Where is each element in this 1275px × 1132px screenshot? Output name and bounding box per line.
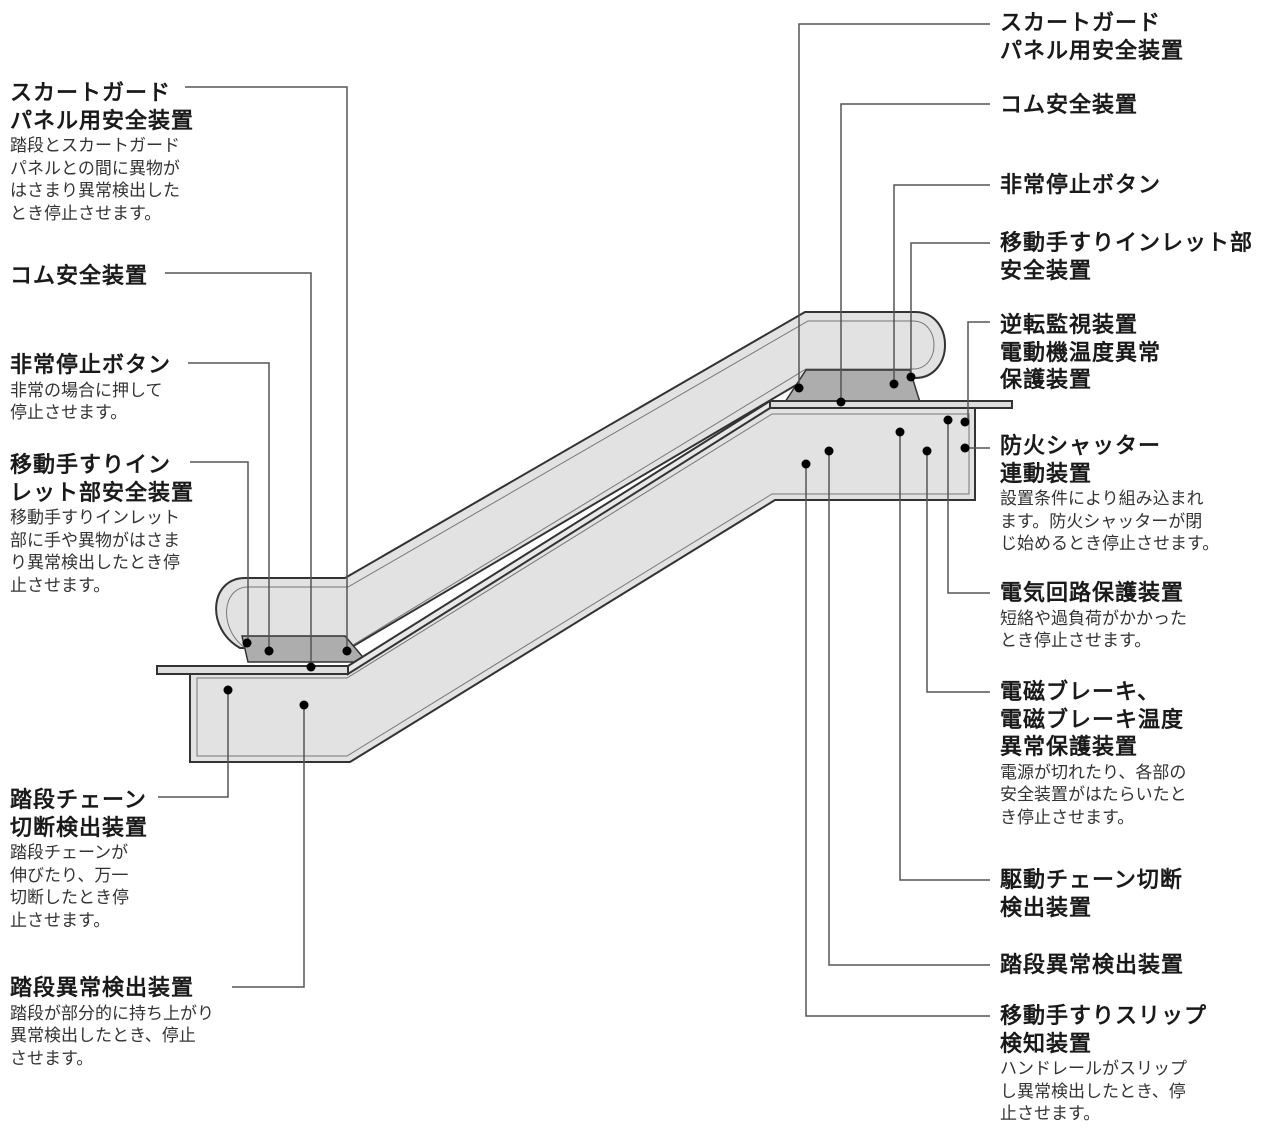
floor-plates (156, 399, 1013, 676)
label-title-line: スカートガード (10, 81, 172, 106)
label-comb-left: コム安全装置 (10, 263, 148, 291)
marker-dot-fire-right (960, 443, 970, 453)
label-desc-line: 止させます。 (10, 575, 111, 596)
marker-dot-drive-right (895, 427, 905, 437)
label-desc-line: 移動手すりインレット (10, 508, 180, 528)
label-handrail-inlet-right: 移動手すりインレット部安全装置 (1000, 230, 1253, 285)
label-desc-line: はさまり異常検出した (10, 181, 180, 202)
marker-dot-stop-left (264, 646, 274, 656)
label-title-line: 電磁ブレーキ温度 (1000, 707, 1185, 733)
marker-dot-skirt-right (794, 383, 804, 393)
label-desc-line: 止させます。 (1000, 1104, 1101, 1125)
label-title-line: レット部安全装置 (10, 480, 195, 506)
marker-dot-comb-left (306, 662, 316, 672)
label-desc-line: とき停止させます。 (10, 203, 162, 224)
leader-lines-right (798, 23, 990, 1017)
marker-dot-circuit-right (943, 415, 953, 425)
label-desc-line: 設置条件により組み込まれ (1000, 489, 1204, 509)
marker-dot-brake-right (922, 446, 932, 456)
label-step-abnormal-left: 踏段異常検出装置踏段が部分的に持ち上がり異常検出したとき、停止させます。 (10, 975, 214, 1070)
marker-dot-slip-right (801, 459, 811, 469)
marker-dot-comb-right (836, 397, 846, 407)
label-desc-line: させます。 (10, 1048, 94, 1069)
marker-dot-chain-left (223, 685, 233, 695)
label-emergency-stop-right: 非常停止ボタン (1000, 172, 1161, 200)
label-step-abnormal-right: 踏段異常検出装置 (1000, 952, 1184, 980)
label-desc-line: パネルとの間に異物が (10, 158, 180, 179)
label-desc-line: 止させます。 (10, 910, 111, 931)
label-desc-line: 停止させます。 (10, 403, 128, 424)
label-desc-line: 踏段チェーンが (10, 843, 129, 863)
label-desc-line: 切断したとき停 (10, 888, 129, 909)
label-title-line: 踏段チェーン (10, 788, 147, 813)
label-title-line: 踏段異常検出装置 (10, 976, 195, 1001)
label-title-line: パネル用安全装置 (1000, 38, 1185, 64)
marker-dots (223, 372, 970, 710)
label-title-line: 切断検出装置 (10, 815, 149, 841)
label-title-line: 異常保護装置 (1000, 735, 1139, 760)
label-drive-chain-right: 駆動チェーン切断検出装置 (1000, 867, 1183, 922)
label-title-line: 非常停止ボタン (1000, 173, 1162, 198)
label-reverse-monitor-right: 逆転監視装置電動機温度異常保護装置 (1000, 312, 1161, 395)
marker-dot-inlet-left (242, 638, 252, 648)
label-desc-line: じ始めるとき停止させます。 (1000, 534, 1220, 555)
label-desc-line: 伸びたり、万一 (10, 865, 129, 886)
label-handrail-slip-right: 移動手すりスリップ検知装置ハンドレールがスリップし異常検出したとき、停止させます… (1000, 1003, 1207, 1126)
label-title-line: 防火シャッター (1000, 434, 1162, 459)
label-desc-line: ます。防火シャッターが閉 (1000, 511, 1203, 532)
label-title-line: 踏段異常検出装置 (1000, 953, 1185, 978)
label-brake-right: 電磁ブレーキ、電磁ブレーキ温度異常保護装置電源が切れたり、各部の安全装置がはたら… (1000, 679, 1187, 829)
label-title-line: コム安全装置 (1000, 93, 1139, 118)
label-title-line: パネル用安全装置 (10, 108, 195, 134)
label-title-line: 非常停止ボタン (10, 353, 172, 378)
label-fire-shutter-right: 防火シャッター連動装置設置条件により組み込まれます。防火シャッターが閉じ始めると… (1000, 433, 1219, 556)
label-skirt-guard-left: スカートガードパネル用安全装置踏段とスカートガードパネルとの間に異物がはさまり異… (10, 80, 194, 225)
label-desc-line: 非常の場合に押して (10, 380, 163, 401)
label-step-chain-left: 踏段チェーン切断検出装置踏段チェーンが伸びたり、万一切断したとき停止させます。 (10, 787, 148, 932)
marker-dot-inlet-right (906, 372, 916, 382)
label-title-line: 電動機温度異常 (1000, 340, 1162, 366)
label-title-line: 移動手すりイン (10, 453, 172, 478)
label-desc-line: 異常検出したとき、停止 (10, 1026, 196, 1047)
leader-lines-left (158, 86, 348, 988)
label-title-line: 電磁ブレーキ、 (1000, 680, 1161, 705)
label-emergency-stop-left: 非常停止ボタン非常の場合に押して停止させます。 (10, 352, 171, 425)
marker-dot-skirt-left (342, 646, 352, 656)
label-title-line: 保護装置 (1000, 368, 1093, 393)
upper-landing-panel (783, 369, 922, 403)
marker-dot-step-right (824, 446, 834, 456)
label-title-line: 電気回路保護装置 (1000, 581, 1185, 606)
label-desc-line: 踏段が部分的に持ち上がり (10, 1003, 214, 1024)
marker-dot-stop-right (889, 379, 899, 389)
label-comb-right: コム安全装置 (1000, 92, 1138, 120)
label-desc-line: ハンドレールがスリップ (1000, 1059, 1187, 1079)
label-title-line: 移動手すりインレット部 (1000, 231, 1254, 256)
marker-dot-reverse-right (960, 417, 970, 427)
escalator-handrail (215, 311, 946, 649)
label-desc-line: 踏段とスカートガード (10, 136, 180, 156)
label-title-line: スカートガード (1000, 11, 1162, 36)
label-title-line: 検知装置 (1000, 1031, 1093, 1057)
label-title-line: 安全装置 (1000, 258, 1093, 284)
label-title-line: 逆転監視装置 (1000, 313, 1139, 338)
label-title-line: 検出装置 (1000, 895, 1093, 921)
label-desc-line: 電源が切れたり、各部の (1000, 762, 1187, 783)
label-title-line: コム安全装置 (10, 264, 149, 289)
label-skirt-guard-right: スカートガードパネル用安全装置 (1000, 10, 1184, 65)
label-title-line: 駆動チェーン切断 (1000, 868, 1183, 893)
label-desc-line: 部に手や異物がはさま (10, 530, 180, 551)
label-handrail-inlet-left: 移動手すりインレット部安全装置移動手すりインレット部に手や異物がはさまり異常検出… (10, 452, 194, 597)
label-circuit-protection-right: 電気回路保護装置短絡や過負荷がかかったとき停止させます。 (1000, 580, 1187, 653)
label-desc-line: し異常検出したとき、停 (1000, 1081, 1186, 1102)
label-title-line: 移動手すりスリップ (1000, 1004, 1208, 1029)
label-desc-line: 短絡や過負荷がかかった (1000, 608, 1187, 629)
label-desc-line: り異常検出したとき停 (10, 553, 180, 574)
label-title-line: 連動装置 (1000, 461, 1093, 487)
label-desc-line: き停止させます。 (1000, 807, 1135, 828)
label-desc-line: 安全装置がはたらいたと (1000, 785, 1187, 806)
label-desc-line: とき停止させます。 (1000, 631, 1152, 652)
marker-dot-step-left (299, 700, 309, 710)
